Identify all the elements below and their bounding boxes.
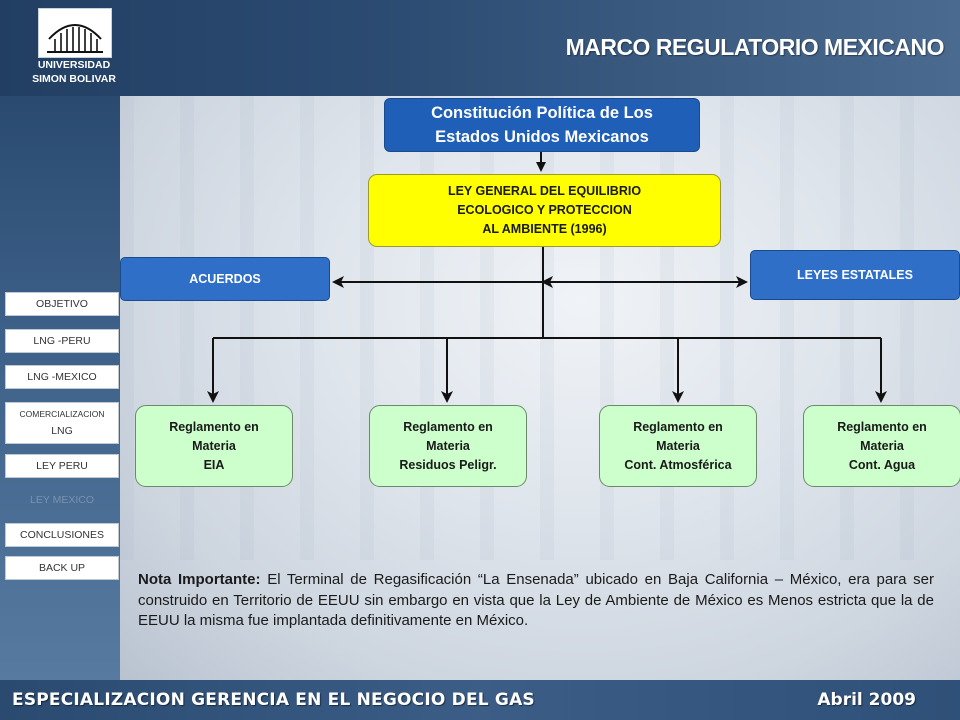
university-name-line2: SIMON BOLIVAR: [32, 73, 116, 85]
university-name-line1: UNIVERSIDAD: [37, 59, 111, 71]
reglamento-line1: Reglamento en: [403, 419, 493, 434]
sidebar-item-lng-mexico[interactable]: LNG -MEXICO: [5, 365, 119, 389]
reglamento-line2: Materia: [860, 438, 904, 453]
sidebar-item-comercializacion-lng[interactable]: COMERCIALIZACION LNG: [5, 402, 119, 444]
reglamento-agua-box: Reglamento en Materia Cont. Agua: [803, 405, 960, 487]
ley-general-line3: AL AMBIENTE (1996): [482, 222, 607, 236]
sidebar-item-label: COMERCIALIZACION: [19, 409, 105, 419]
acuerdos-label: ACUERDOS: [189, 272, 261, 286]
university-logo-icon: [38, 8, 112, 58]
reglamento-line2: Materia: [656, 438, 700, 453]
leyes-estatales-box: LEYES ESTATALES: [750, 250, 960, 300]
note-label: Nota Importante:: [138, 571, 261, 588]
reglamento-line3: Residuos Peligr.: [399, 457, 497, 472]
footer-bar: ESPECIALIZACION GERENCIA EN EL NEGOCIO D…: [0, 680, 960, 720]
reglamento-line1: Reglamento en: [837, 419, 927, 434]
reglamento-line3: Cont. Atmosférica: [624, 457, 732, 472]
sidebar-item-label: LNG -PERU: [33, 335, 91, 347]
leyes-estatales-label: LEYES ESTATALES: [797, 268, 913, 282]
reglamento-eia-box: Reglamento en Materia EIA: [135, 405, 293, 487]
sidebar-item-objetivo[interactable]: OBJETIVO: [5, 292, 119, 316]
sidebar-item-label: CONCLUSIONES: [19, 529, 104, 541]
reglamento-line3: EIA: [203, 457, 225, 472]
reglamento-line2: Materia: [192, 438, 236, 453]
sidebar-item-label: LEY MEXICO: [30, 494, 94, 506]
university-name: UNIVERSIDAD SIMON BOLIVAR: [10, 58, 138, 86]
sidebar-item-label: LNG -MEXICO: [27, 371, 97, 383]
ley-general-line1: LEY GENERAL DEL EQUILIBRIO: [447, 184, 642, 198]
footer-program-title: ESPECIALIZACION GERENCIA EN EL NEGOCIO D…: [12, 690, 535, 710]
sidebar-item-label: BACK UP: [38, 562, 86, 574]
sidebar-item-label: OBJETIVO: [36, 298, 88, 310]
header-bar: UNIVERSIDAD SIMON BOLIVAR MARCO REGULATO…: [0, 0, 960, 96]
reglamento-line1: Reglamento en: [633, 419, 723, 434]
sidebar-item-conclusiones[interactable]: CONCLUSIONES: [5, 523, 119, 547]
constitution-line1: Constitución Política de Los: [431, 104, 653, 122]
note-text: El Terminal de Regasificación “La Ensena…: [138, 571, 935, 629]
page-title: MARCO REGULATORIO MEXICANO: [565, 34, 945, 60]
reglamento-line1: Reglamento en: [169, 419, 259, 434]
ley-general-line2: ECOLOGICO Y PROTECCION: [457, 203, 632, 217]
important-note: Nota Importante: El Terminal de Regasifi…: [138, 570, 934, 632]
constitution-box: Constitución Política de Los Estados Uni…: [384, 98, 700, 152]
acuerdos-box: ACUERDOS: [120, 257, 330, 301]
sidebar-item-lng-peru[interactable]: LNG -PERU: [5, 329, 119, 353]
sidebar-item-ley-mexico[interactable]: LEY MEXICO: [5, 488, 119, 512]
reglamento-residuos-box: Reglamento en Materia Residuos Peligr.: [369, 405, 527, 487]
sidebar-item-back-up[interactable]: BACK UP: [5, 556, 119, 580]
reglamento-atmosferica-box: Reglamento en Materia Cont. Atmosférica: [599, 405, 757, 487]
ley-general-box: LEY GENERAL DEL EQUILIBRIO ECOLOGICO Y P…: [368, 174, 721, 247]
reglamento-line3: Cont. Agua: [848, 457, 916, 472]
reglamento-line2: Materia: [426, 438, 470, 453]
footer-date: Abril 2009: [817, 690, 916, 710]
sidebar-item-ley-peru[interactable]: LEY PERU: [5, 454, 119, 478]
sidebar-item-label: LEY PERU: [36, 460, 88, 472]
sidebar-item-label-2: LNG: [51, 425, 73, 437]
constitution-line2: Estados Unidos Mexicanos: [435, 128, 649, 146]
